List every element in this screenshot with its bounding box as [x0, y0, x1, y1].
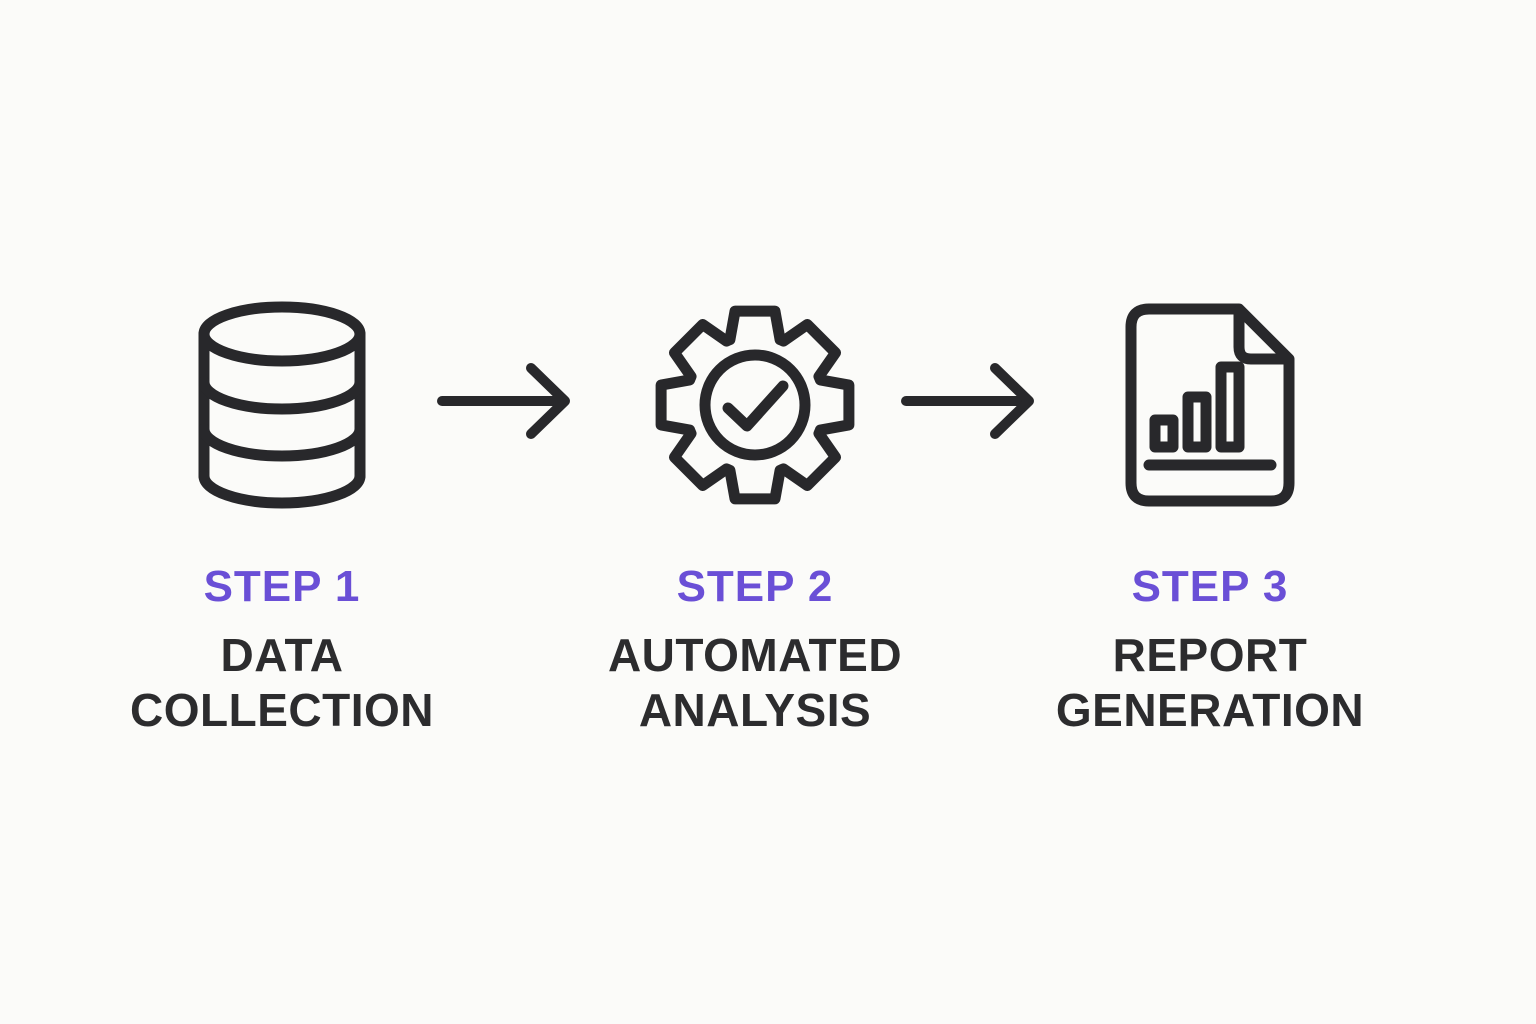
step-1-title-line-1: DATA — [220, 629, 344, 681]
gear-check-icon — [655, 305, 855, 505]
step-3-icon-box — [1000, 299, 1420, 511]
report-document-icon — [1125, 303, 1295, 507]
step-2-label: STEP 2 — [676, 562, 834, 611]
step-3-title-line-1: REPORT — [1112, 629, 1308, 681]
step-3-title: REPORT GENERATION — [1000, 628, 1420, 738]
step-3: STEP 3 REPORT GENERATION — [1000, 299, 1420, 738]
step-1-icon-box — [72, 299, 492, 511]
step-2-title-line-2: ANALYSIS — [638, 684, 872, 736]
step-1-title: DATA COLLECTION — [72, 628, 492, 738]
step-1: STEP 1 DATA COLLECTION — [72, 299, 492, 738]
arrow-right-icon — [901, 363, 1034, 439]
step-2-icon-box — [545, 299, 965, 511]
step-1-title-line-2: COLLECTION — [130, 684, 434, 736]
arrow-right-icon — [437, 363, 570, 439]
step-2: STEP 2 AUTOMATED ANALYSIS — [545, 299, 965, 738]
step-3-title-line-2: GENERATION — [1055, 684, 1365, 736]
step-1-label: STEP 1 — [203, 562, 361, 611]
database-icon — [198, 301, 366, 509]
step-3-label: STEP 3 — [1131, 562, 1289, 611]
step-2-title: AUTOMATED ANALYSIS — [545, 628, 965, 738]
step-2-title-line-1: AUTOMATED — [607, 629, 903, 681]
